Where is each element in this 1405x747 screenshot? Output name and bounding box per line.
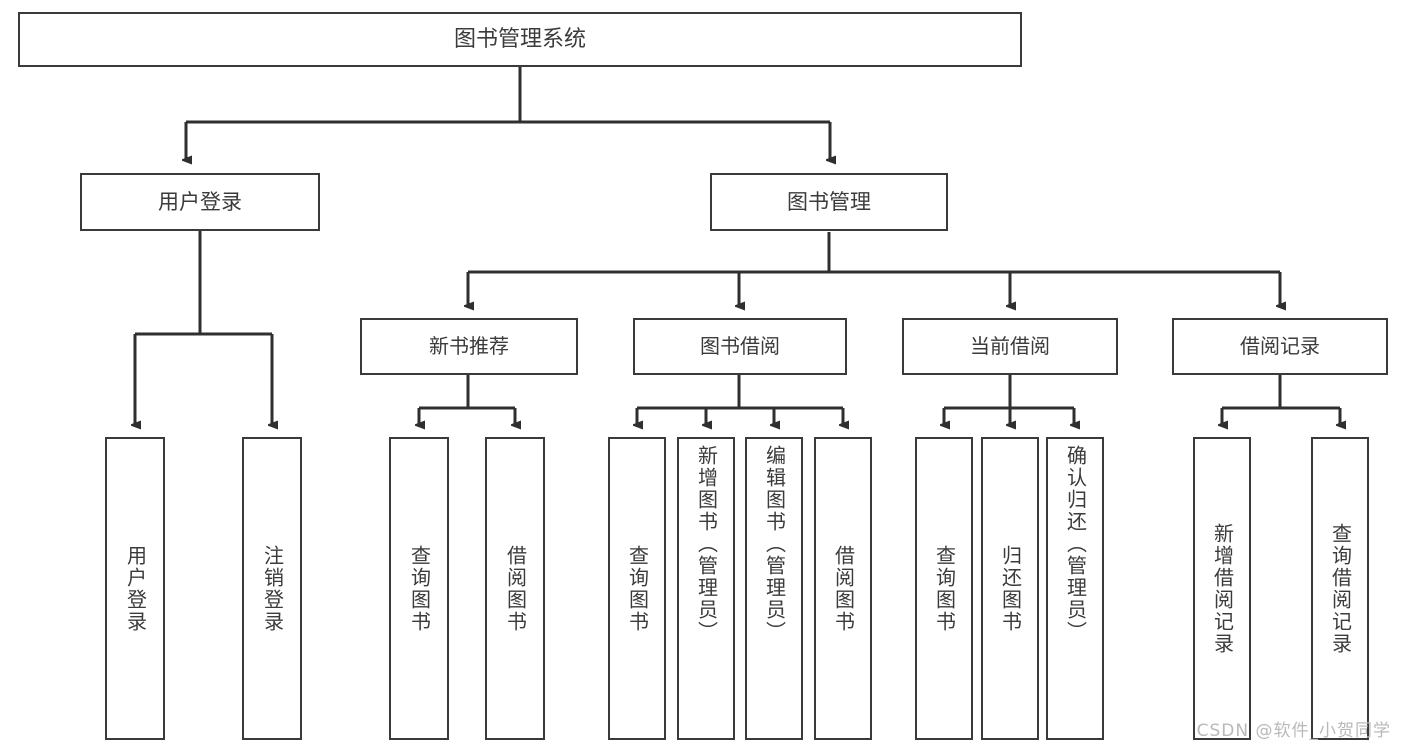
node-new-book-recommend-label: 新书推荐 bbox=[429, 334, 509, 358]
leaf-user-login-logout[interactable]: 注销登录 bbox=[242, 437, 302, 740]
node-book-borrow-label: 图书借阅 bbox=[700, 334, 780, 358]
leaf-label: 查询图书 bbox=[932, 544, 957, 633]
node-borrow-record[interactable]: 借阅记录 bbox=[1172, 318, 1388, 375]
node-current-borrow-label: 当前借阅 bbox=[970, 334, 1050, 358]
node-user-login[interactable]: 用户登录 bbox=[80, 173, 320, 231]
leaf-label: 借阅图书 bbox=[831, 544, 856, 633]
node-user-login-label: 用户登录 bbox=[158, 189, 242, 214]
leaf-label: 新增图书（管理员） bbox=[694, 445, 719, 643]
leaf-recommend-borrow-book[interactable]: 借阅图书 bbox=[485, 437, 545, 740]
node-book-management[interactable]: 图书管理 bbox=[710, 173, 948, 231]
leaf-label: 查询借阅记录 bbox=[1328, 522, 1353, 655]
leaf-current-confirm-return-admin[interactable]: 确认归还（管理员） bbox=[1046, 437, 1104, 740]
leaf-label: 用户登录 bbox=[123, 544, 148, 633]
leaf-label: 查询图书 bbox=[407, 544, 432, 633]
leaf-label: 注销登录 bbox=[260, 544, 285, 633]
leaf-label: 借阅图书 bbox=[503, 544, 528, 633]
node-root-label: 图书管理系统 bbox=[453, 26, 586, 52]
leaf-borrow-query-book[interactable]: 查询图书 bbox=[608, 437, 666, 740]
leaf-user-login-login[interactable]: 用户登录 bbox=[105, 437, 165, 740]
node-root[interactable]: 图书管理系统 bbox=[18, 12, 1022, 67]
node-book-management-label: 图书管理 bbox=[787, 189, 871, 214]
node-borrow-record-label: 借阅记录 bbox=[1240, 334, 1320, 358]
node-new-book-recommend[interactable]: 新书推荐 bbox=[360, 318, 578, 375]
leaf-label: 归还图书 bbox=[998, 544, 1023, 633]
leaf-record-add-record[interactable]: 新增借阅记录 bbox=[1193, 437, 1251, 740]
leaf-borrow-add-book-admin[interactable]: 新增图书（管理员） bbox=[677, 437, 735, 740]
leaf-borrow-edit-book-admin[interactable]: 编辑图书（管理员） bbox=[745, 437, 803, 740]
leaf-record-query-record[interactable]: 查询借阅记录 bbox=[1311, 437, 1369, 740]
leaf-label: 编辑图书（管理员） bbox=[762, 445, 787, 643]
node-current-borrow[interactable]: 当前借阅 bbox=[902, 318, 1118, 375]
leaf-current-return-book[interactable]: 归还图书 bbox=[981, 437, 1039, 740]
leaf-label: 查询图书 bbox=[625, 544, 650, 633]
leaf-borrow-borrow-book[interactable]: 借阅图书 bbox=[814, 437, 872, 740]
leaf-recommend-query-book[interactable]: 查询图书 bbox=[389, 437, 449, 740]
watermark: CSDN @软件_小贺同学 bbox=[1196, 721, 1391, 741]
leaf-current-query-book[interactable]: 查询图书 bbox=[915, 437, 973, 740]
leaf-label: 新增借阅记录 bbox=[1210, 522, 1235, 655]
node-book-borrow[interactable]: 图书借阅 bbox=[633, 318, 847, 375]
leaf-label: 确认归还（管理员） bbox=[1063, 445, 1088, 643]
